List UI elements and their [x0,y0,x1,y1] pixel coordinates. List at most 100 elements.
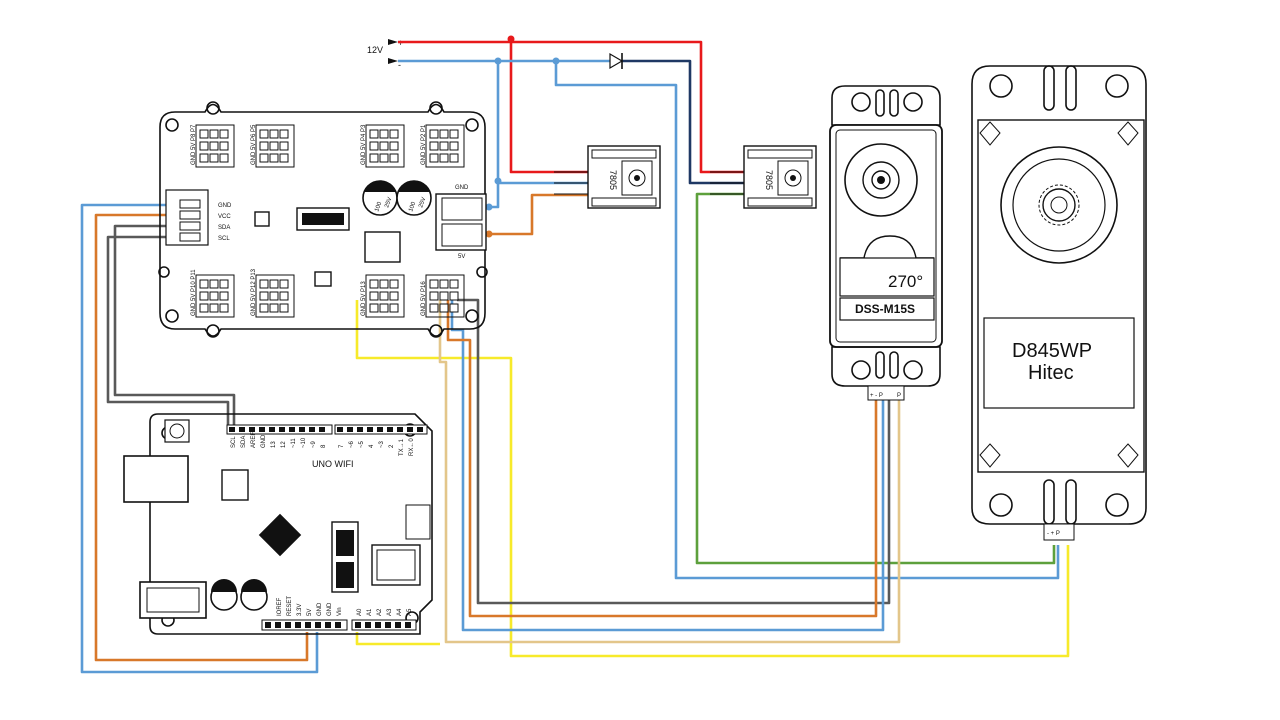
pin-a2-label: A2 [377,608,383,616]
analog-pin-labels: A0 A1 A2 A3 A4 A5 [357,608,413,616]
terminal-gnd-label: GND [455,185,469,191]
servo-small-angle: 270° [888,272,923,291]
icsp-header [405,504,431,540]
header-sda-label: SDA [218,225,230,231]
arduino-uno-wifi: SCL SDA AREF GND 13 12 ~11 ~10 ~9 8 7 ~6… [123,413,433,635]
wire-blue-gnd-arduino [80,203,319,674]
servo-large-brand: Hitec [1028,362,1074,384]
top-pin-labels: SCL SDA AREF GND 13 12 ~11 ~10 ~9 8 7 ~6… [231,432,415,456]
cap-2-voltage: 25V [418,197,427,209]
minus-label: - [398,60,401,70]
plus-arrow-icon [388,39,398,45]
arduino-cap-2-mark [241,579,267,592]
header-scl-label: SCL [218,236,230,242]
terminal-5v-label: 5V [458,254,465,260]
servo-small-model: DSS-M15S [855,302,915,316]
wire-blue-small [450,300,885,632]
top-header-pins [229,427,423,432]
pin-ioref-label: IOREF [277,597,283,616]
header-vcc-label: VCC [218,214,231,220]
power-pin-labels: IOREF RESET 3.3V 5V GND GND Vin [277,596,343,616]
regulator-1: 7805 [554,145,661,209]
regulator-chip [364,231,401,263]
junction-red [507,35,515,43]
junction-blue-2 [552,57,560,65]
wire-sda [113,224,236,425]
pin-a5-label: A5 [407,608,413,616]
pin-scl-label: SCL [231,436,237,448]
power-jack [139,581,207,619]
wire-gray-gnd-small [457,298,891,605]
wire-blue-gnd-servo-large [554,61,1060,580]
pin-a4-label: A4 [397,608,403,616]
power-input: 12V + - [367,38,403,70]
pin-8-label: 8 [321,444,327,448]
small-chip [254,211,270,227]
pin-gnd2-label: GND [327,602,333,616]
wire-orange-vcc-arduino [94,213,309,662]
pin-gnd-label: GND [261,434,267,448]
pin-7-label: 7 [339,444,345,448]
cap-2-value: 100 [408,201,417,213]
top-group-3-label: GND 5V P4 P3 [361,124,367,165]
wire-blue-gnd-board [485,183,500,209]
pin-11-label: ~11 [291,438,297,448]
power-header [261,619,348,631]
servo-large-model: D845WP [1012,340,1092,362]
pin-5v-label: 5V [307,609,313,616]
analog-header-pins [355,622,411,628]
junction-blue-1 [494,57,502,65]
top-group-2-label: GND 5V P6 P5 [251,124,257,165]
header-gnd-label: GND [218,203,232,209]
pin-group-bottom-p16 [425,274,465,318]
pin-9-label: ~9 [311,440,317,448]
bottom-group-1-label: GND 5V P10 P11 [191,269,197,316]
bottom-group-2-label: GND 5V P12 P13 [251,268,257,316]
reset-button-cap [169,423,185,439]
power-header-pins [265,622,341,628]
capacitor-1: 100 25V [362,180,398,216]
wifi-module-shield [376,549,416,581]
pin-6-label: ~6 [349,440,355,448]
pin-12-label: 12 [281,441,287,448]
junction-blue-3 [494,177,502,185]
regulator-2: 7805 [710,145,817,209]
top-group-4-label: GND 5V P2 P1 [421,124,427,165]
pin-a0-label: A0 [357,608,363,616]
pin-4-label: 4 [369,444,375,448]
pin-3v3-label: 3.3V [297,604,303,616]
pin-sda-label: SDA [241,436,247,448]
cap-1-voltage: 25V [384,197,393,209]
analog-header [351,619,417,631]
pin-3-label: ~3 [379,440,385,448]
wire-scl [106,235,230,425]
arduino-cap-1-mark [211,579,237,592]
wire-orange-small [446,300,878,618]
atmega-chip-upper [336,530,354,556]
i2c-header: GND VCC SDA SCL [165,189,232,246]
wire-tan-signal-small [438,300,901,644]
top-group-1-label: GND 5V P8 P7 [191,124,197,165]
atmega-chip-lower [336,562,354,588]
pin-group-bottom-p12-p13 [255,274,295,318]
pin-10-label: ~10 [301,437,307,448]
pwm-chip-body [302,213,344,225]
pin-group-top-p2-p1 [425,124,465,168]
pin-a1-label: A1 [367,608,373,616]
wire-yellow-signal-large [355,300,1070,658]
bottom-group-3-label: GND 5V P13 [361,281,367,316]
cap-1-value: 100 [374,201,383,213]
regulator-2-label: 7805 [764,170,774,190]
voltage-label: 12V [367,45,383,55]
regulator-1-label: 7805 [608,170,618,190]
pin-group-top-p4-p3 [365,124,405,168]
minus-arrow-icon [388,58,398,64]
pin-rx-label: RX←0 [409,438,415,456]
power-jack-inner [146,587,200,613]
pin-gnd1-label: GND [317,602,323,616]
servo-small-pin-labels: + - P [870,393,883,399]
pwm-driver-board: GND 5V P8 P7 GND 5V P6 P5 GND 5V P4 P3 G… [158,101,488,338]
bottom-group-4-label: GND 5V P16 [421,281,427,316]
pin-a3-label: A3 [387,608,393,616]
